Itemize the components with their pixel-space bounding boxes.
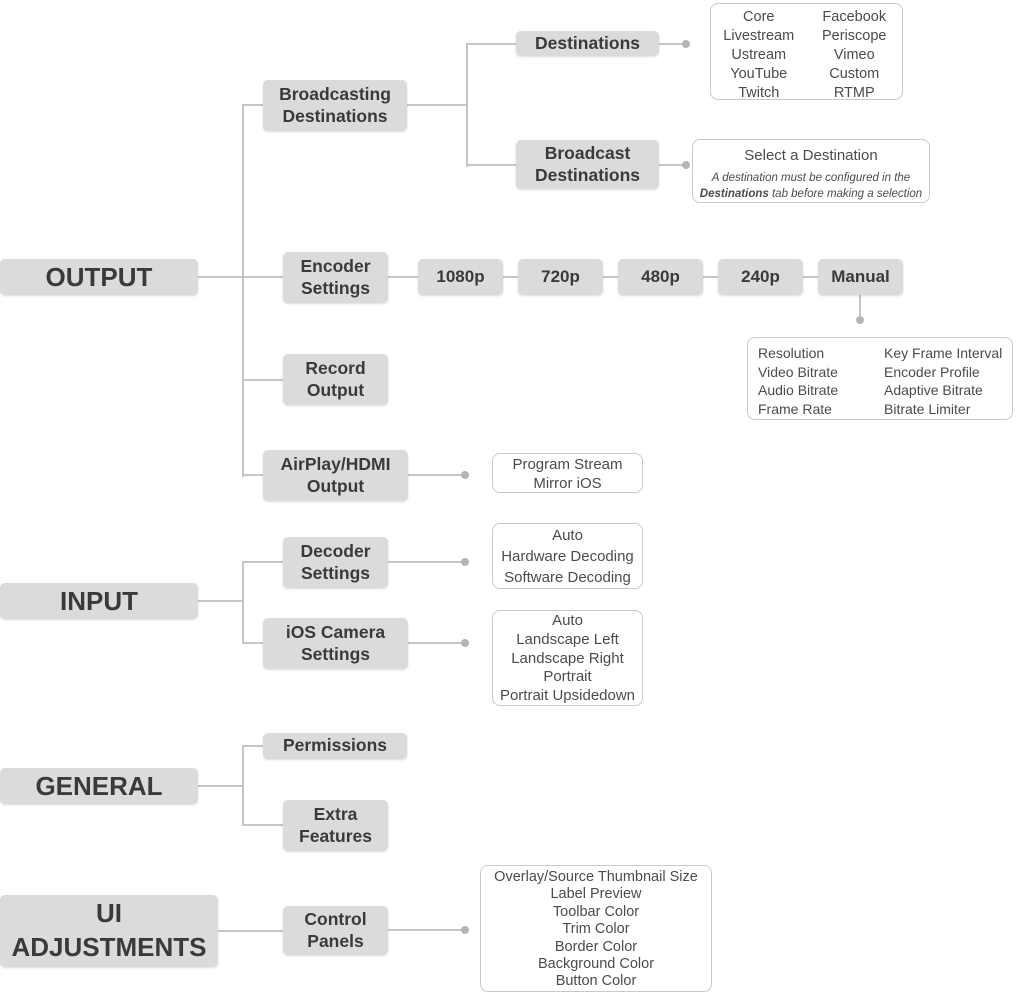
- node-decoder-settings: Decoder Settings: [283, 537, 388, 588]
- arrow-dot: [856, 316, 864, 324]
- connector-broadcasting-subtrunk: [466, 43, 468, 167]
- connector-encoder-1080p: [388, 276, 418, 278]
- connector-input-to-trunk: [198, 600, 243, 602]
- connector-240p-manual: [803, 276, 818, 278]
- manual-options-columns: Resolution Video Bitrate Audio Bitrate F…: [758, 344, 1012, 419]
- connector-branch-broadcast-dest: [467, 164, 516, 166]
- panel-destinations-list: Core Livestream Ustream YouTube Twitch F…: [710, 3, 903, 101]
- connector-480p-240p: [703, 276, 718, 278]
- node-ios-camera-settings: iOS Camera Settings: [263, 618, 408, 669]
- manual-options-column-1: Resolution Video Bitrate Audio Bitrate F…: [758, 345, 839, 417]
- connector-branch-camera: [243, 642, 263, 644]
- arrow-dot: [461, 558, 469, 566]
- arrow-dot: [461, 639, 469, 647]
- arrow-dot: [461, 926, 469, 934]
- node-broadcasting-destinations: Broadcasting Destinations: [263, 80, 407, 131]
- node-240p: 240p: [718, 259, 803, 295]
- node-destinations: Destinations: [516, 31, 659, 56]
- connector-general-to-trunk: [198, 785, 243, 787]
- connector-camera-to-panel: [408, 642, 462, 644]
- node-control-panels: Control Panels: [283, 906, 388, 955]
- manual-options-column-2: Key Frame Interval Encoder Profile Adapt…: [884, 345, 1003, 417]
- connector-airplay-to-panel: [408, 474, 462, 476]
- node-output: OUTPUT: [0, 259, 198, 295]
- destinations-column-1: Core Livestream Ustream YouTube Twitch: [723, 9, 795, 101]
- node-encoder-settings: Encoder Settings: [283, 252, 388, 303]
- connector-controlpanels-to-panel: [388, 929, 462, 931]
- node-record-output: Record Output: [283, 354, 388, 405]
- note-bold: Destinations: [699, 187, 769, 200]
- connector-720p-480p: [603, 276, 618, 278]
- arrow-dot: [461, 471, 469, 479]
- connector-general-trunk: [242, 745, 244, 826]
- node-broadcast-destinations: Broadcast Destinations: [516, 140, 659, 189]
- panel-airplay-options: Program Stream Mirror iOS: [492, 453, 643, 493]
- note-rest: tab before making a selection: [768, 187, 923, 200]
- panel-select-destination: Select a Destination A destination must …: [692, 139, 930, 203]
- select-destination-title: Select a Destination: [744, 147, 878, 164]
- node-720p: 720p: [518, 259, 603, 295]
- connector-branch-extra: [243, 824, 283, 826]
- node-airplay-hdmi-output: AirPlay/HDMI Output: [263, 450, 408, 501]
- select-destination-note: A destination must be configured in the …: [693, 171, 929, 202]
- connector-broadcasting-to-subtrunk: [407, 104, 467, 106]
- node-extra-features: Extra Features: [283, 800, 388, 851]
- connector-input-trunk: [242, 561, 244, 644]
- node-1080p: 1080p: [418, 259, 503, 295]
- connector-branch-destinations: [467, 43, 516, 45]
- connector-destinations-to-panel: [659, 43, 683, 45]
- note-line1: A destination must be configured in the: [711, 172, 911, 184]
- connector-branch-permissions: [243, 745, 263, 747]
- connector-decoder-to-panel: [388, 561, 462, 563]
- panel-manual-encoder-options: Resolution Video Bitrate Audio Bitrate F…: [747, 337, 1013, 420]
- connector-1080p-720p: [503, 276, 518, 278]
- node-input: INPUT: [0, 583, 198, 619]
- panel-camera-options: Auto Landscape Left Landscape Right Port…: [492, 610, 643, 706]
- arrow-dot: [682, 40, 690, 48]
- connector-branch-airplay: [243, 474, 263, 476]
- connector-ui-to-controlpanels: [218, 930, 283, 932]
- node-ui-adjustments: UI ADJUSTMENTS: [0, 895, 218, 967]
- panel-decoder-options: Auto Hardware Decoding Software Decoding: [492, 523, 643, 589]
- node-permissions: Permissions: [263, 733, 407, 759]
- connector-branch-broadcasting: [243, 104, 263, 106]
- node-general: GENERAL: [0, 768, 198, 804]
- connector-manual-to-panel: [859, 295, 861, 316]
- connector-branch-record: [243, 379, 283, 381]
- panel-control-panel-options: Overlay/Source Thumbnail Size Label Prev…: [480, 865, 712, 992]
- node-480p: 480p: [618, 259, 703, 295]
- arrow-dot: [682, 161, 690, 169]
- destinations-column-2: Facebook Periscope Vimeo Custom RTMP: [822, 9, 887, 101]
- node-manual: Manual: [818, 259, 903, 295]
- connector-output-to-encoder: [198, 276, 283, 278]
- destinations-columns: Core Livestream Ustream YouTube Twitch F…: [711, 8, 902, 101]
- connector-branch-decoder: [243, 561, 283, 563]
- connector-output-trunk: [242, 104, 244, 477]
- connector-broadcast-dest-to-panel: [659, 164, 683, 166]
